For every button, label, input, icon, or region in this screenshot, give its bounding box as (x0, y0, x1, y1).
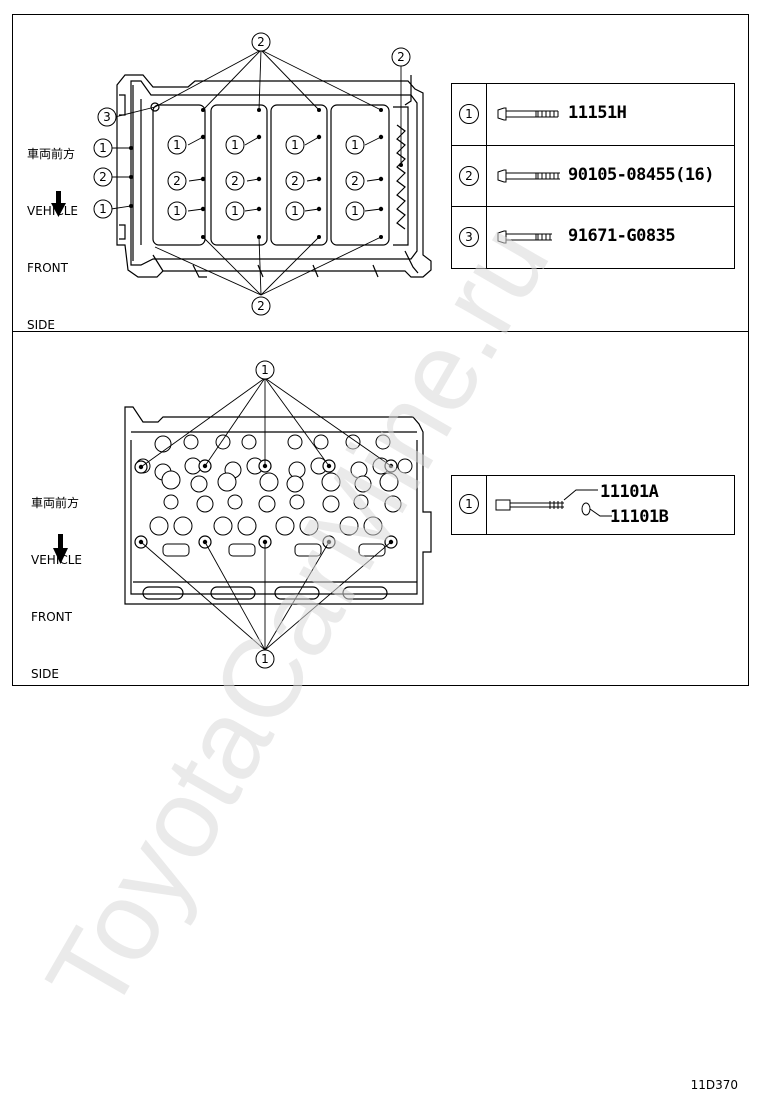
callout-label: 3 (103, 110, 111, 124)
bolt-icon (497, 230, 552, 244)
callout-label: 2 (231, 174, 239, 188)
part-number: 91671-G0835 (568, 226, 676, 246)
callout-label: 2 (351, 174, 359, 188)
ref-circle: 1 (459, 104, 479, 124)
callout-label: 2 (173, 174, 181, 188)
callout-label: 1 (291, 204, 299, 218)
parts-row[interactable]: 2 90105-08455(16) (452, 145, 734, 207)
cylinder-head-drawing: 1 1 (53, 360, 432, 669)
callout-circle (93, 138, 113, 158)
ref-circle: 1 (459, 494, 479, 514)
front-arrow-icon (51, 191, 66, 217)
ref-circle: 3 (459, 227, 479, 247)
cylinder-head-panel: 1 1 車両前方 VEHICLE FRONT SIDE 1 11101A 111… (12, 331, 749, 686)
front-label-line: SIDE (27, 318, 55, 332)
parts-table: 1 11101A 11101B (451, 475, 735, 535)
callout-label: 2 (397, 50, 405, 64)
vehicle-front-label: 車両前方 VEHICLE FRONT SIDE (27, 107, 78, 373)
callout-label: 1 (231, 204, 239, 218)
parts-table: 1 11151H 2 90105-08455(16) 3 (451, 83, 735, 269)
callout-label: 1 (231, 138, 239, 152)
callout-circle (97, 107, 117, 127)
parts-row[interactable]: 1 11101A 11101B (452, 476, 734, 534)
callout-label: 1 (99, 202, 107, 216)
vehicle-front-label: 車両前方 VEHICLE FRONT SIDE (31, 456, 82, 722)
front-label-line: VEHICLE (31, 553, 82, 567)
callout-label: 1 (351, 138, 359, 152)
bolt-icon (495, 489, 612, 517)
callout-label: 1 (351, 204, 359, 218)
part-number: 11151H (568, 103, 627, 123)
callout-label: 2 (257, 35, 265, 49)
callout-circle (93, 167, 113, 187)
front-label-jp: 車両前方 (31, 496, 80, 510)
parts-row[interactable]: 3 91671-G0835 (452, 206, 734, 268)
diagram-code: 11D370 (690, 1078, 738, 1092)
callout-label: 2 (291, 174, 299, 188)
ref-circle: 2 (459, 166, 479, 186)
front-label-line: FRONT (31, 610, 72, 624)
callout-circle (93, 199, 113, 219)
callout-label: 1 (99, 141, 107, 155)
callout-circle (251, 32, 271, 52)
callout-circle (391, 47, 411, 67)
callout-label: 1 (173, 204, 181, 218)
parts-row[interactable]: 1 11151H (452, 84, 734, 146)
bolt-icon (497, 169, 560, 183)
callout-label: 1 (291, 138, 299, 152)
front-label-jp: 車両前方 (27, 147, 76, 161)
front-arrow-icon (53, 534, 68, 564)
part-number: 11101B (610, 507, 669, 527)
front-label-line: VEHICLE (27, 204, 78, 218)
callout-label: 1 (261, 652, 269, 666)
callout-circle (251, 296, 271, 316)
callout-label: 2 (257, 299, 265, 313)
callout-label: 1 (173, 138, 181, 152)
front-label-line: FRONT (27, 261, 68, 275)
part-number: 11101A (600, 482, 659, 502)
cam-housing-drawing: 2 2 2 3 1 2 1 1 1 1 1 2 2 2 2 1 1 1 1 (51, 32, 432, 316)
bolt-icon (497, 107, 559, 121)
front-label-line: SIDE (31, 667, 59, 681)
part-number: 90105-08455(16) (568, 165, 715, 185)
callout-label: 2 (99, 170, 107, 184)
callout-label: 1 (261, 363, 269, 377)
cam-housing-panel: 2 2 2 3 1 2 1 1 1 1 1 2 2 2 2 1 1 1 1 車両… (12, 14, 749, 332)
